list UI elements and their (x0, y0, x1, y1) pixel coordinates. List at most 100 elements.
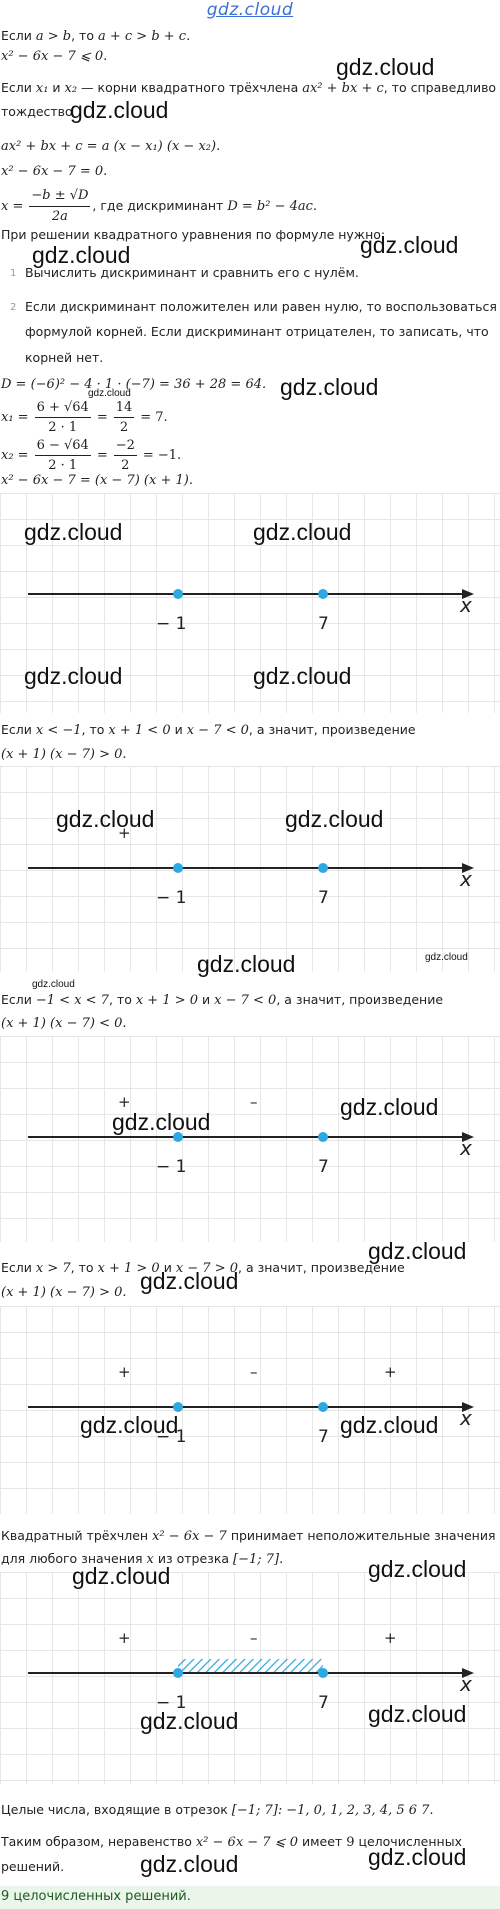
formula-line: D = (−6)² − 4 · 1 · (−7) = 36 + 28 = 64. (1, 377, 267, 392)
watermark: gdz.cloud (336, 54, 435, 80)
text-line: При решении квадратного уравнения по фор… (1, 227, 386, 242)
point-minus-1 (173, 1402, 183, 1412)
watermark: gdz.cloud (253, 519, 352, 545)
point-7 (318, 863, 328, 873)
axis-label-x: x (459, 1406, 472, 1430)
case-text: Если −1 < x < 7, то x + 1 > 0 и x − 7 < … (1, 992, 444, 1008)
axis-arrow (462, 863, 474, 873)
point-7 (318, 1132, 328, 1142)
step-number: 2 (10, 302, 17, 313)
tick-label-7: 7 (318, 614, 329, 634)
axis-arrow (462, 1668, 474, 1678)
text-line: Если x₁ и x₂ — корни квадратного трёхчле… (1, 80, 497, 96)
watermark: gdz.cloud (80, 1412, 179, 1438)
watermark: gdz.cloud (368, 1844, 467, 1870)
tick-label-minus-1: − 1 (156, 1693, 186, 1713)
final-text: решений. (1, 1859, 65, 1874)
watermark: gdz.cloud (340, 1094, 439, 1120)
watermark: gdz.cloud (280, 374, 379, 400)
axis-arrow (462, 1402, 474, 1412)
tick-label-7: 7 (318, 888, 329, 908)
tick-label-7: 7 (318, 1427, 329, 1447)
sign-left: + (118, 1363, 131, 1381)
tick-label-minus-1: − 1 (156, 614, 186, 634)
axis-arrow (462, 589, 474, 599)
watermark: gdz.cloud (360, 232, 459, 258)
answer-box: 9 целочисленных решений. (0, 1886, 500, 1909)
sign-left: + (118, 1093, 131, 1111)
watermark: gdz.cloud (112, 1109, 211, 1135)
watermark: gdz.cloud (24, 663, 123, 689)
number-line-1: x − 1 7 (28, 589, 474, 634)
watermark: gdz.cloud (253, 663, 352, 689)
tick-label-7: 7 (318, 1157, 329, 1177)
watermark: gdz.cloud (425, 952, 468, 963)
case-text: Если x < −1, то x + 1 < 0 и x − 7 < 0, а… (1, 722, 416, 738)
sign-right: + (384, 1363, 397, 1381)
watermark: gdz.cloud (140, 1851, 239, 1877)
watermark: gdz.cloud (32, 242, 131, 268)
formula-line: x² − 6x − 7 = 0. (1, 164, 108, 179)
tick-label-minus-1: − 1 (156, 1427, 186, 1447)
formula-line: ax² + bx + c = a (x − x₁) (x − x₂). (1, 139, 221, 154)
point-7 (318, 1402, 328, 1412)
axis-arrow (462, 1132, 474, 1142)
watermark: gdz.cloud (197, 951, 296, 977)
header-logo[interactable]: gdz.cloud (206, 0, 294, 20)
point-7 (318, 1668, 328, 1678)
shaded-interval (178, 1659, 323, 1673)
watermark: gdz.cloud (368, 1701, 467, 1727)
conclusion-text: Квадратный трёхчлен x² − 6x − 7 принимае… (1, 1528, 496, 1544)
step-text: Если дискриминант положителен или равен … (25, 299, 497, 314)
watermark: gdz.cloud (72, 1563, 171, 1589)
watermark: gdz.cloud (56, 806, 155, 832)
watermark: gdz.cloud (24, 519, 123, 545)
watermark: gdz.cloud (368, 1556, 467, 1582)
step-number: 1 (10, 268, 17, 279)
formula-line: x² − 6x − 7 = (x − 7) (x + 1). (1, 473, 193, 488)
step-text: корней нет. (25, 350, 104, 365)
case-text: (x + 1) (x − 7) > 0. (1, 1285, 127, 1300)
watermark: gdz.cloud (32, 979, 75, 990)
text-line: Если a > b, то a + c > b + c. (1, 28, 191, 44)
number-line-panel-2: x − 1 7 + (0, 766, 500, 972)
text-line: тождество (1, 104, 73, 119)
sign-middle: – (250, 1363, 258, 1381)
answer-text: 9 целочисленных решений. (1, 1889, 191, 1904)
step-text: Вычислить дискриминант и сравнить его с … (25, 265, 359, 280)
watermark: gdz.cloud (70, 97, 169, 123)
conclusion-text: для любого значения x из отрезка [−1; 7]… (1, 1551, 284, 1567)
point-minus-1 (173, 863, 183, 873)
sign-middle: – (250, 1629, 258, 1647)
axis-label-x: x (459, 593, 472, 617)
final-text: Таким образом, неравенство x² − 6x − 7 ⩽… (1, 1834, 462, 1850)
axis-label-x: x (459, 867, 472, 891)
watermark: gdz.cloud (140, 1708, 239, 1734)
number-line-panel-4: x − 1 7 + – + (0, 1306, 500, 1514)
watermark: gdz.cloud (340, 1412, 439, 1438)
watermark: gdz.cloud (285, 806, 384, 832)
watermark: gdz.cloud (368, 1238, 467, 1264)
point-minus-1 (173, 1132, 183, 1142)
integers-text: Целые числа, входящие в отрезок [−1; 7]:… (1, 1802, 434, 1818)
axis-label-x: x (459, 1136, 472, 1160)
tick-label-7: 7 (318, 1693, 329, 1713)
sign-middle: – (250, 1093, 258, 1111)
number-line-4: x − 1 7 + – + (28, 1363, 474, 1447)
case-text: (x + 1) (x − 7) > 0. (1, 747, 127, 762)
case-text: Если x > 7, то x + 1 > 0 и x − 7 > 0, а … (1, 1260, 405, 1276)
sign-left: + (118, 1629, 131, 1647)
watermark: gdz.cloud (140, 1268, 239, 1294)
tick-label-minus-1: − 1 (156, 888, 186, 908)
case-text: (x + 1) (x − 7) < 0. (1, 1016, 127, 1031)
point-minus-1 (173, 1668, 183, 1678)
number-line-2: x − 1 7 + (28, 824, 474, 908)
watermark: gdz.cloud (88, 388, 131, 399)
sign-left: + (118, 824, 131, 842)
